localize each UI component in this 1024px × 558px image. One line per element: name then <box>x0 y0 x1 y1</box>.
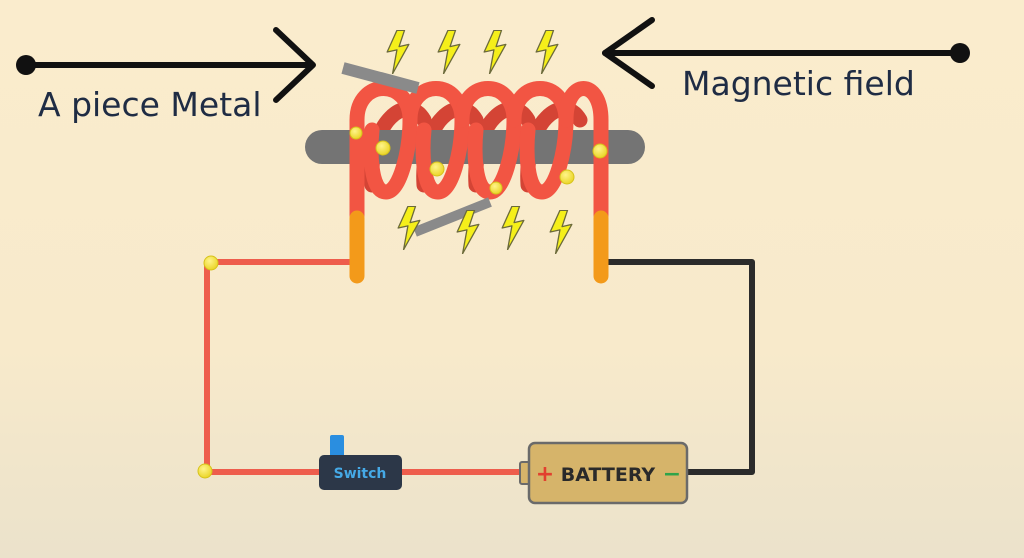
battery-label: BATTERY <box>561 464 656 486</box>
battery-minus: − <box>663 462 681 487</box>
battery-plus: + <box>536 462 554 487</box>
switch-body <box>319 455 402 490</box>
electron-dot <box>429 161 445 177</box>
battery: + BATTERY − <box>519 441 689 505</box>
switch-label: Switch <box>334 466 387 482</box>
electron-dot <box>375 140 391 156</box>
metal-label: A piece Metal <box>38 85 262 124</box>
electron-dot <box>559 169 575 185</box>
electron-dot <box>592 143 608 159</box>
switch-knob <box>330 435 344 457</box>
field-label: Magnetic field <box>682 64 915 103</box>
metal-piece-bottom <box>413 197 492 237</box>
switch: Switch <box>319 435 402 490</box>
electron-dot <box>197 463 213 479</box>
electron-dot <box>349 126 363 140</box>
coil-terminals <box>349 210 609 284</box>
arrow-right-icon <box>16 27 316 103</box>
electron-dot <box>489 181 503 195</box>
battery-body <box>527 441 689 505</box>
electron-dot <box>203 255 219 271</box>
arrow-left-icon <box>602 17 970 89</box>
circuit-wires <box>204 259 755 475</box>
metal-piece-top <box>341 62 420 94</box>
electron-dots <box>197 126 608 479</box>
coil-front <box>349 81 609 223</box>
